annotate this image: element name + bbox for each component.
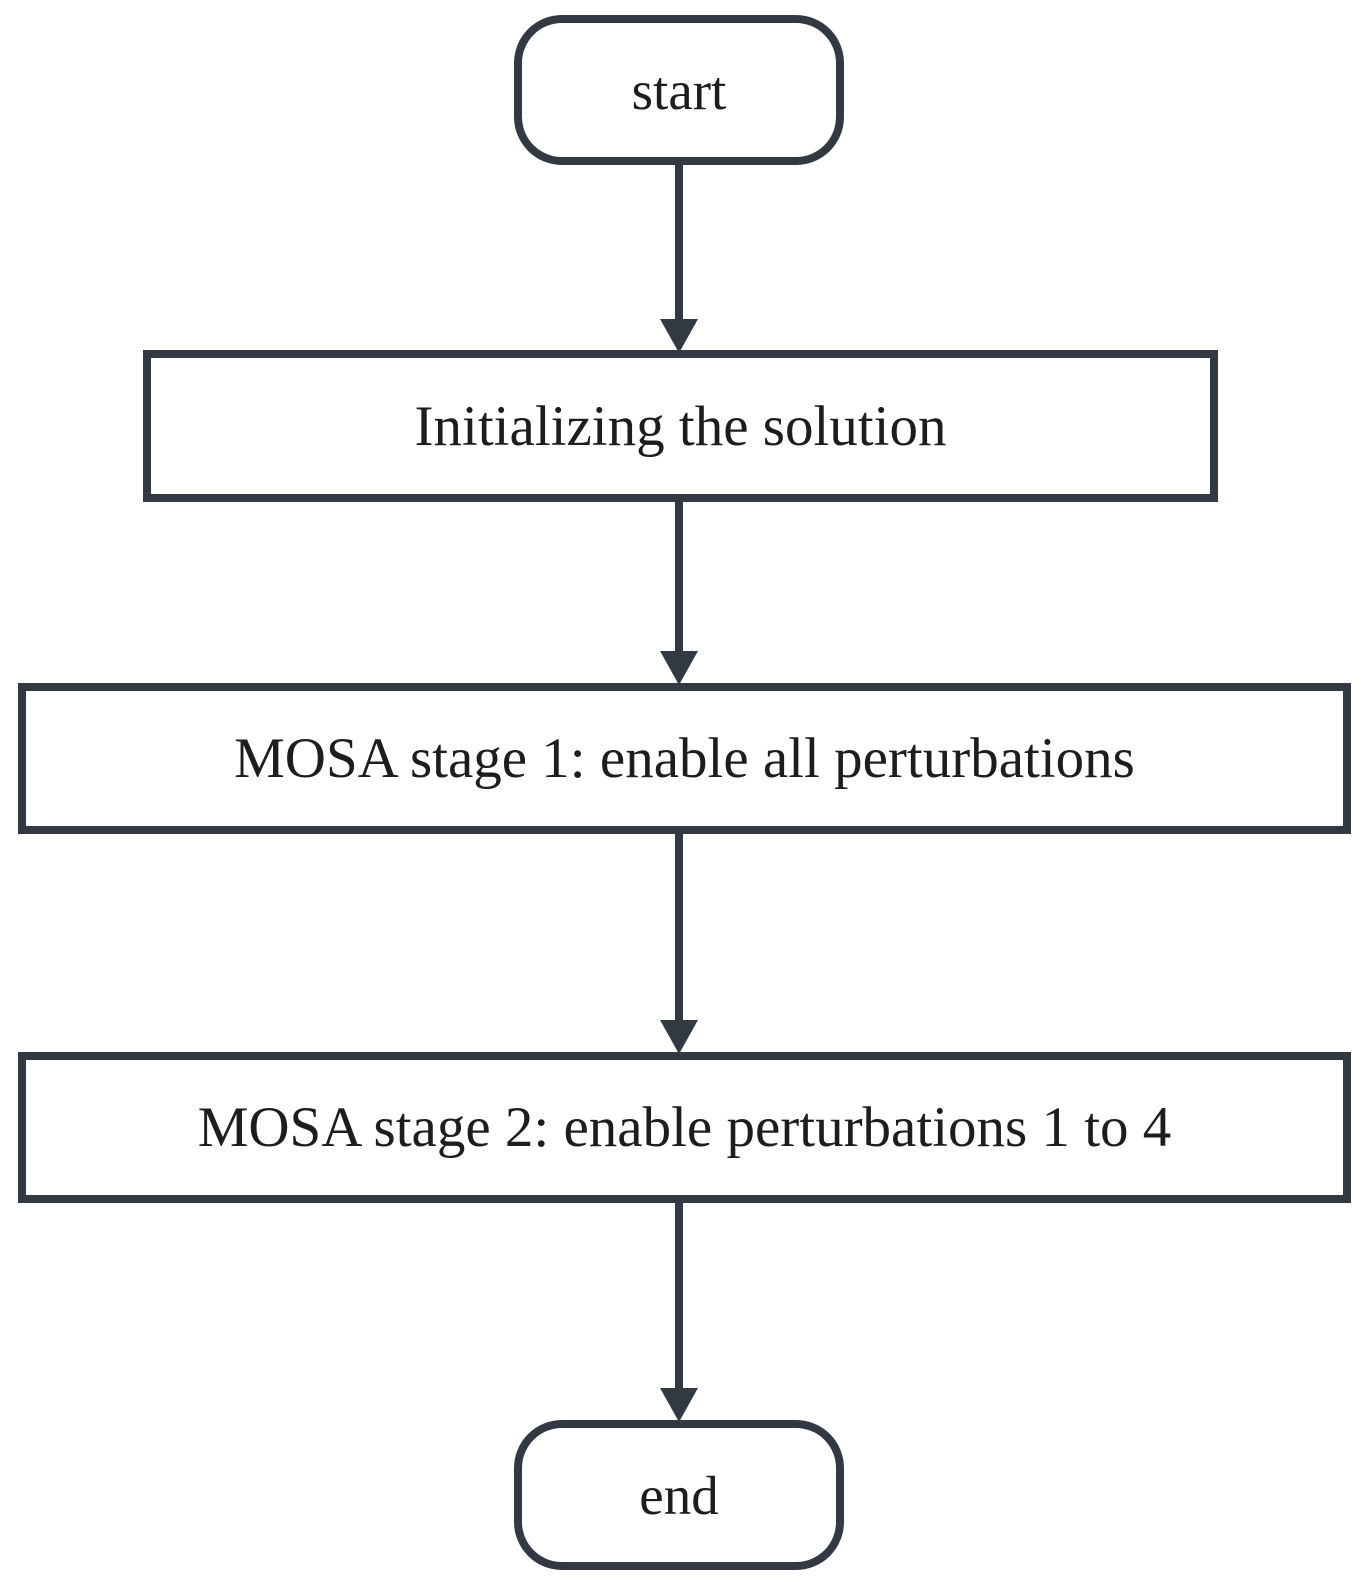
node-start-label: start (631, 59, 727, 121)
arrow-down-icon (660, 1020, 698, 1054)
arrow-down-icon (660, 319, 698, 353)
arrow-shaft (675, 1201, 683, 1394)
node-end-label: end (639, 1464, 719, 1526)
node-stage1-label: MOSA stage 1: enable all perturbations (234, 727, 1135, 790)
arrow-down-icon (660, 651, 698, 685)
flowchart-node-initializing-solution: Initializing the solution (143, 350, 1218, 502)
arrow-start-to-init (659, 163, 699, 353)
flowchart-node-mosa-stage-1: MOSA stage 1: enable all perturbations (18, 683, 1351, 834)
flowchart-node-start: start (514, 15, 844, 165)
arrow-down-icon (660, 1388, 698, 1422)
node-init-label: Initializing the solution (414, 394, 947, 458)
node-stage2-label: MOSA stage 2: enable perturbations 1 to … (197, 1096, 1172, 1159)
arrow-stage1-to-stage2 (659, 832, 699, 1054)
arrow-shaft (675, 163, 683, 325)
arrow-init-to-stage1 (659, 500, 699, 685)
arrow-shaft (675, 832, 683, 1026)
flowchart-node-end: end (514, 1420, 844, 1570)
arrow-shaft (675, 500, 683, 657)
arrow-stage2-to-end (659, 1201, 699, 1422)
flowchart-node-mosa-stage-2: MOSA stage 2: enable perturbations 1 to … (18, 1052, 1351, 1203)
